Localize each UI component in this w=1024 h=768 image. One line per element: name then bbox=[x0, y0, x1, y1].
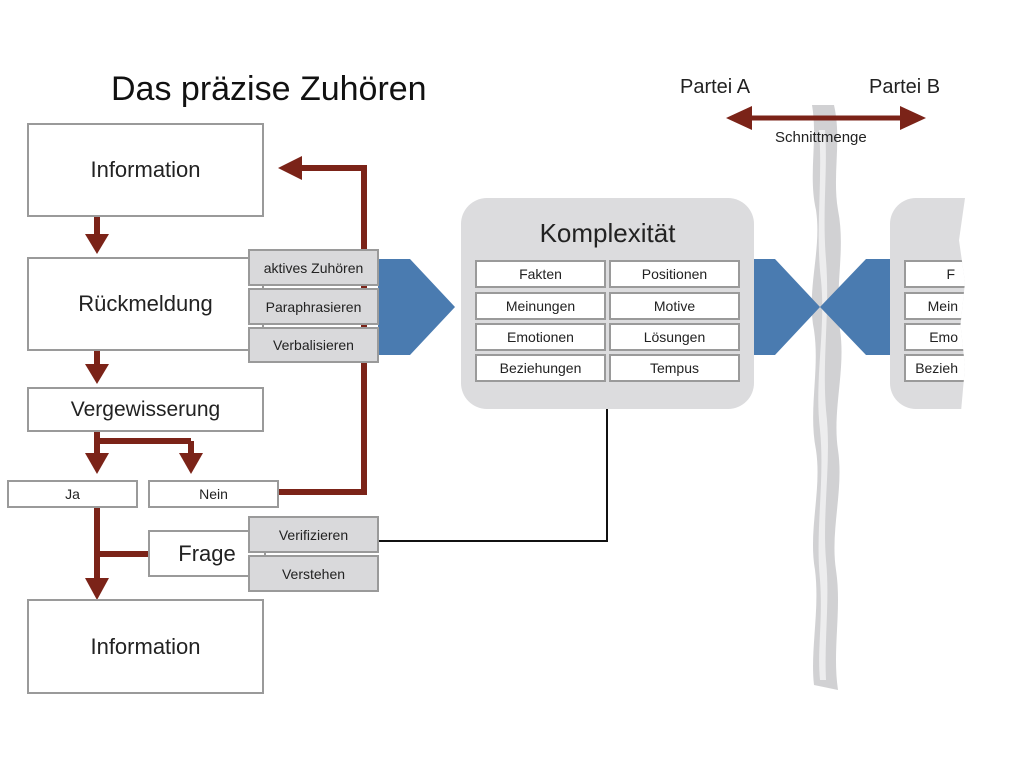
complexity-cell: Fakten bbox=[475, 260, 606, 288]
question-box: Frage bbox=[148, 530, 266, 577]
torn-strip bbox=[811, 105, 842, 690]
complexity-cell: Motive bbox=[609, 292, 740, 320]
complexity-title: Komplexität bbox=[539, 218, 676, 248]
page-title: Das präzise Zuhören bbox=[111, 70, 427, 108]
feedback-box: Rückmeldung bbox=[27, 257, 264, 351]
yes-box: Ja bbox=[7, 480, 138, 508]
confirmation-box: Vergewisserung bbox=[27, 387, 264, 432]
party-b-label: Partei B bbox=[869, 76, 941, 98]
complexity-cell: Tempus bbox=[609, 354, 740, 382]
complexity-right-cell: Mein bbox=[904, 292, 965, 320]
complexity-card: Komplexität Fakten Positionen Meinungen … bbox=[461, 198, 754, 409]
complexity-cell: Positionen bbox=[609, 260, 740, 288]
blue-arrow-right bbox=[820, 259, 890, 355]
information-bottom-box: Information bbox=[27, 599, 264, 694]
complexity-right-cell: Emo bbox=[904, 323, 965, 351]
complexity-cell: Lösungen bbox=[609, 323, 740, 351]
blue-arrow-mid bbox=[753, 259, 820, 355]
active-listening-method: aktives Zuhören bbox=[248, 249, 379, 286]
party-a-label: Partei A bbox=[680, 76, 751, 98]
information-top-box: Information bbox=[27, 123, 264, 217]
complexity-cell: Beziehungen bbox=[475, 354, 606, 382]
no-box: Nein bbox=[148, 480, 279, 508]
understand-method: Verstehen bbox=[248, 555, 379, 592]
complexity-right-cell: F bbox=[904, 260, 965, 288]
complexity-card-right: F Mein Emo Bezieh bbox=[890, 198, 965, 409]
complexity-cell: Meinungen bbox=[475, 292, 606, 320]
flow-arrows bbox=[85, 156, 367, 600]
verbalizing-method: Verbalisieren bbox=[248, 327, 379, 363]
complexity-right-cell: Bezieh bbox=[904, 354, 965, 382]
verify-connector-line bbox=[378, 408, 608, 542]
blue-arrow-left bbox=[378, 259, 455, 355]
party-double-arrow bbox=[726, 106, 926, 130]
overlap-label: Schnittmenge bbox=[775, 129, 867, 146]
verify-method: Verifizieren bbox=[248, 516, 379, 553]
complexity-cell: Emotionen bbox=[475, 323, 606, 351]
paraphrasing-method: Paraphrasieren bbox=[248, 288, 379, 325]
